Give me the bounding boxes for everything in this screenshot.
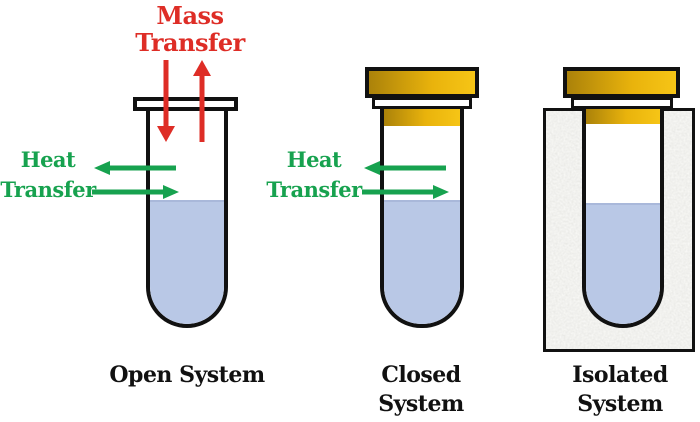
system-label-isolated: Isolated System xyxy=(540,361,700,419)
liquid-open xyxy=(150,200,224,324)
open-label-line2: System xyxy=(179,362,265,388)
liquid-isolated xyxy=(586,203,660,324)
heat-transfer-open-line1: Heat xyxy=(20,147,76,172)
heat-transfer-closed-line2: Transfer xyxy=(266,177,362,202)
closed-label-line2: System xyxy=(378,391,464,417)
open-label-line1: Open xyxy=(109,362,172,388)
closed-label-line1: Closed xyxy=(381,362,461,388)
tube-rim-open xyxy=(133,97,238,111)
mass-transfer-line2: Transfer xyxy=(135,28,245,57)
test-tube-isolated xyxy=(582,108,664,328)
system-label-closed: Closed System xyxy=(341,361,501,419)
isolated-label-line1: Isolated xyxy=(572,362,668,388)
mass-transfer-line1: Mass xyxy=(156,1,224,30)
isolated-label-line2: System xyxy=(577,391,663,417)
heat-transfer-label-open: Heat Transfer xyxy=(0,145,96,205)
tube-cap-closed xyxy=(365,67,479,98)
test-tube-closed xyxy=(380,108,464,328)
mass-transfer-label: Mass Transfer xyxy=(110,2,270,56)
heat-transfer-label-closed: Heat Transfer xyxy=(266,145,362,205)
cap-stopper-closed xyxy=(384,108,460,126)
tube-cap-isolated xyxy=(563,67,680,98)
liquid-closed xyxy=(384,200,460,324)
cap-neck-isolated xyxy=(571,97,673,109)
cap-neck-closed xyxy=(372,97,472,109)
system-label-open: Open System xyxy=(107,361,267,390)
heat-transfer-closed-line1: Heat xyxy=(286,147,342,172)
heat-transfer-open-line2: Transfer xyxy=(0,177,96,202)
cap-stopper-isolated xyxy=(586,108,660,124)
test-tube-open xyxy=(146,111,228,328)
